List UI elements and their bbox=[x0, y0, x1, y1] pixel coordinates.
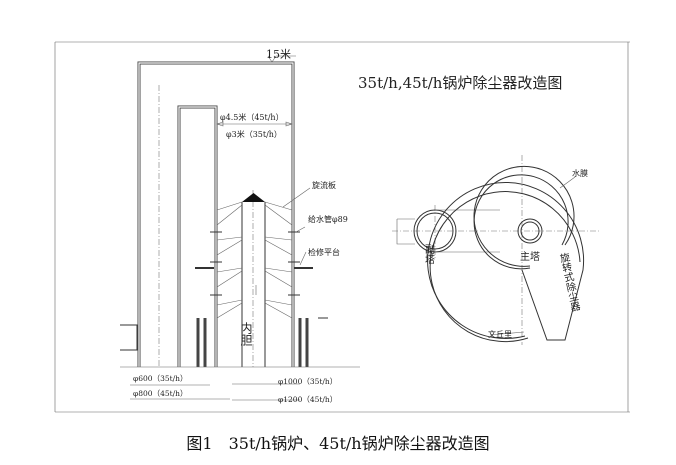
swirl-vanes bbox=[216, 201, 293, 319]
tower-plan-view bbox=[392, 155, 600, 345]
figure-caption: 图1 35t/h锅炉、45t/h锅炉除尘器改造图 bbox=[186, 434, 490, 453]
diameter-45-label: φ4.5米（45t/h） bbox=[220, 112, 284, 122]
inner-core bbox=[241, 202, 266, 367]
swirl-plate-label: 旋流板 bbox=[312, 180, 336, 190]
d600-label: φ600（35t/h） bbox=[133, 374, 187, 383]
drawing-title: 35t/h,45t/h锅炉除尘器改造图 bbox=[358, 74, 562, 92]
main-tower-label: 主塔 bbox=[520, 250, 540, 263]
tower-side-view bbox=[120, 55, 360, 401]
secondary-tower-label: 副塔 bbox=[423, 244, 435, 265]
inner-core-label: 内胆 bbox=[239, 322, 253, 347]
height-label: 15米 bbox=[266, 48, 291, 61]
water-film-label: 水膜 bbox=[572, 168, 588, 178]
drawing-frame bbox=[54, 41, 630, 413]
rotary-collector-label: 旋转式除尘器 bbox=[556, 250, 581, 313]
venturi-label: 文丘里 bbox=[488, 329, 512, 339]
d800-label: φ800（45t/h） bbox=[133, 389, 187, 398]
platform-label: 检修平台 bbox=[308, 247, 340, 257]
diameter-35-label: φ3米（35t/h） bbox=[226, 129, 282, 139]
d1000-label: φ1000（35t/h） bbox=[278, 377, 337, 386]
water-pipe-label: 给水管φ89 bbox=[308, 214, 348, 224]
d1200-label: φ1200（45t/h） bbox=[278, 395, 337, 404]
cone-cap bbox=[242, 193, 265, 202]
